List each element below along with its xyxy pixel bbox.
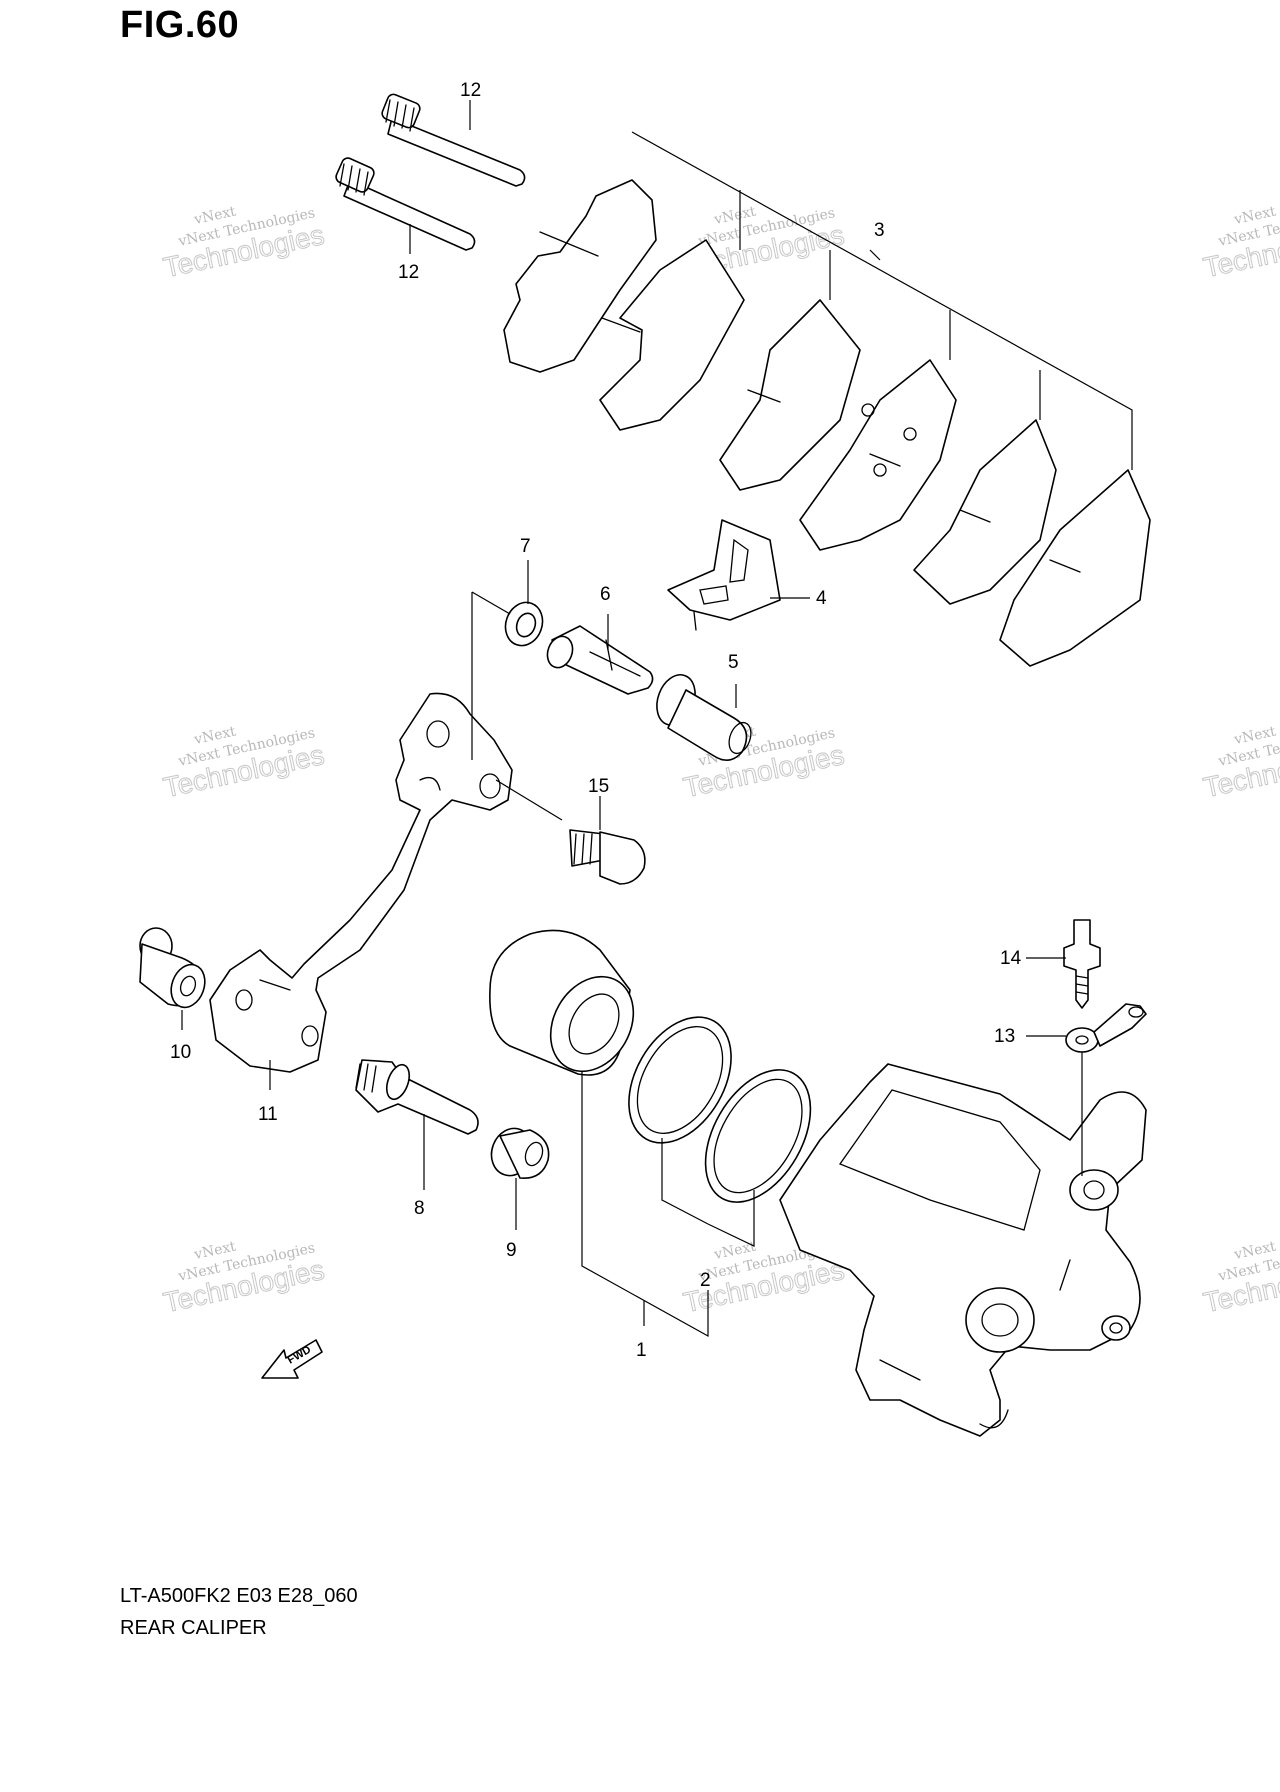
callout-11: 11 bbox=[258, 1104, 278, 1125]
fwd-arrow: FWD bbox=[261, 1339, 323, 1379]
part-8-slide-pin bbox=[355, 1059, 479, 1135]
figure-footer: LT-A500FK2 E03 E28_060 REAR CALIPER bbox=[120, 1580, 358, 1644]
callouts: 12 12 3 4 5 6 7 15 10 11 8 9 2 1 14 13 bbox=[170, 80, 1022, 1361]
callout-6: 6 bbox=[600, 584, 611, 605]
callout-3: 3 bbox=[874, 220, 885, 241]
part-15-bolt bbox=[569, 829, 646, 885]
watermark: vNext vNext Technologies Technologies bbox=[1200, 204, 1280, 284]
callout-2: 2 bbox=[700, 1270, 711, 1291]
figure-title: FIG.60 bbox=[120, 4, 240, 46]
part-5-boot bbox=[656, 674, 752, 761]
callout-12-top: 12 bbox=[460, 80, 481, 101]
part-1-piston bbox=[489, 929, 635, 1076]
watermark: vNext vNext Technologies Technologies bbox=[160, 204, 327, 284]
part-9-boot bbox=[490, 1127, 550, 1179]
watermark: vNext vNext Technologies Technologies bbox=[1200, 724, 1280, 804]
callout-7: 7 bbox=[520, 536, 531, 557]
part-2-seals bbox=[628, 1016, 812, 1203]
part-3-pad-set bbox=[503, 179, 1151, 667]
leader-lines bbox=[181, 100, 1133, 1338]
watermark: vNext vNext Technologies Technologies bbox=[160, 1239, 327, 1319]
callout-8: 8 bbox=[414, 1198, 425, 1219]
part-10-sleeve bbox=[139, 927, 206, 1009]
part-7-washer bbox=[504, 601, 544, 647]
watermark: vNext vNext Technologies Technologies bbox=[160, 724, 327, 804]
callout-12-bottom: 12 bbox=[398, 262, 419, 283]
callout-10: 10 bbox=[170, 1042, 191, 1063]
part-6-caliper-pin bbox=[546, 625, 654, 695]
caliper-body bbox=[779, 1063, 1147, 1437]
callout-4: 4 bbox=[816, 588, 827, 609]
part-14-bleeder bbox=[1063, 919, 1101, 1009]
callout-5: 5 bbox=[728, 652, 739, 673]
callout-14: 14 bbox=[1000, 948, 1022, 969]
part-13-bleeder-cap bbox=[1065, 1003, 1147, 1053]
part-12-pin-upper bbox=[381, 93, 526, 187]
callout-15: 15 bbox=[588, 776, 609, 797]
model-code: LT-A500FK2 E03 E28_060 bbox=[120, 1585, 358, 1607]
part-11-caliper-bracket bbox=[209, 692, 513, 1073]
part-12-pin-lower bbox=[335, 157, 476, 251]
part-4-pad-spring bbox=[667, 519, 781, 631]
callout-1: 1 bbox=[636, 1340, 647, 1361]
callout-9: 9 bbox=[506, 1240, 517, 1261]
watermark: vNext vNext Technologies Technologies bbox=[1200, 1239, 1280, 1319]
figure-caption: REAR CALIPER bbox=[120, 1617, 267, 1639]
callout-13: 13 bbox=[994, 1026, 1015, 1047]
